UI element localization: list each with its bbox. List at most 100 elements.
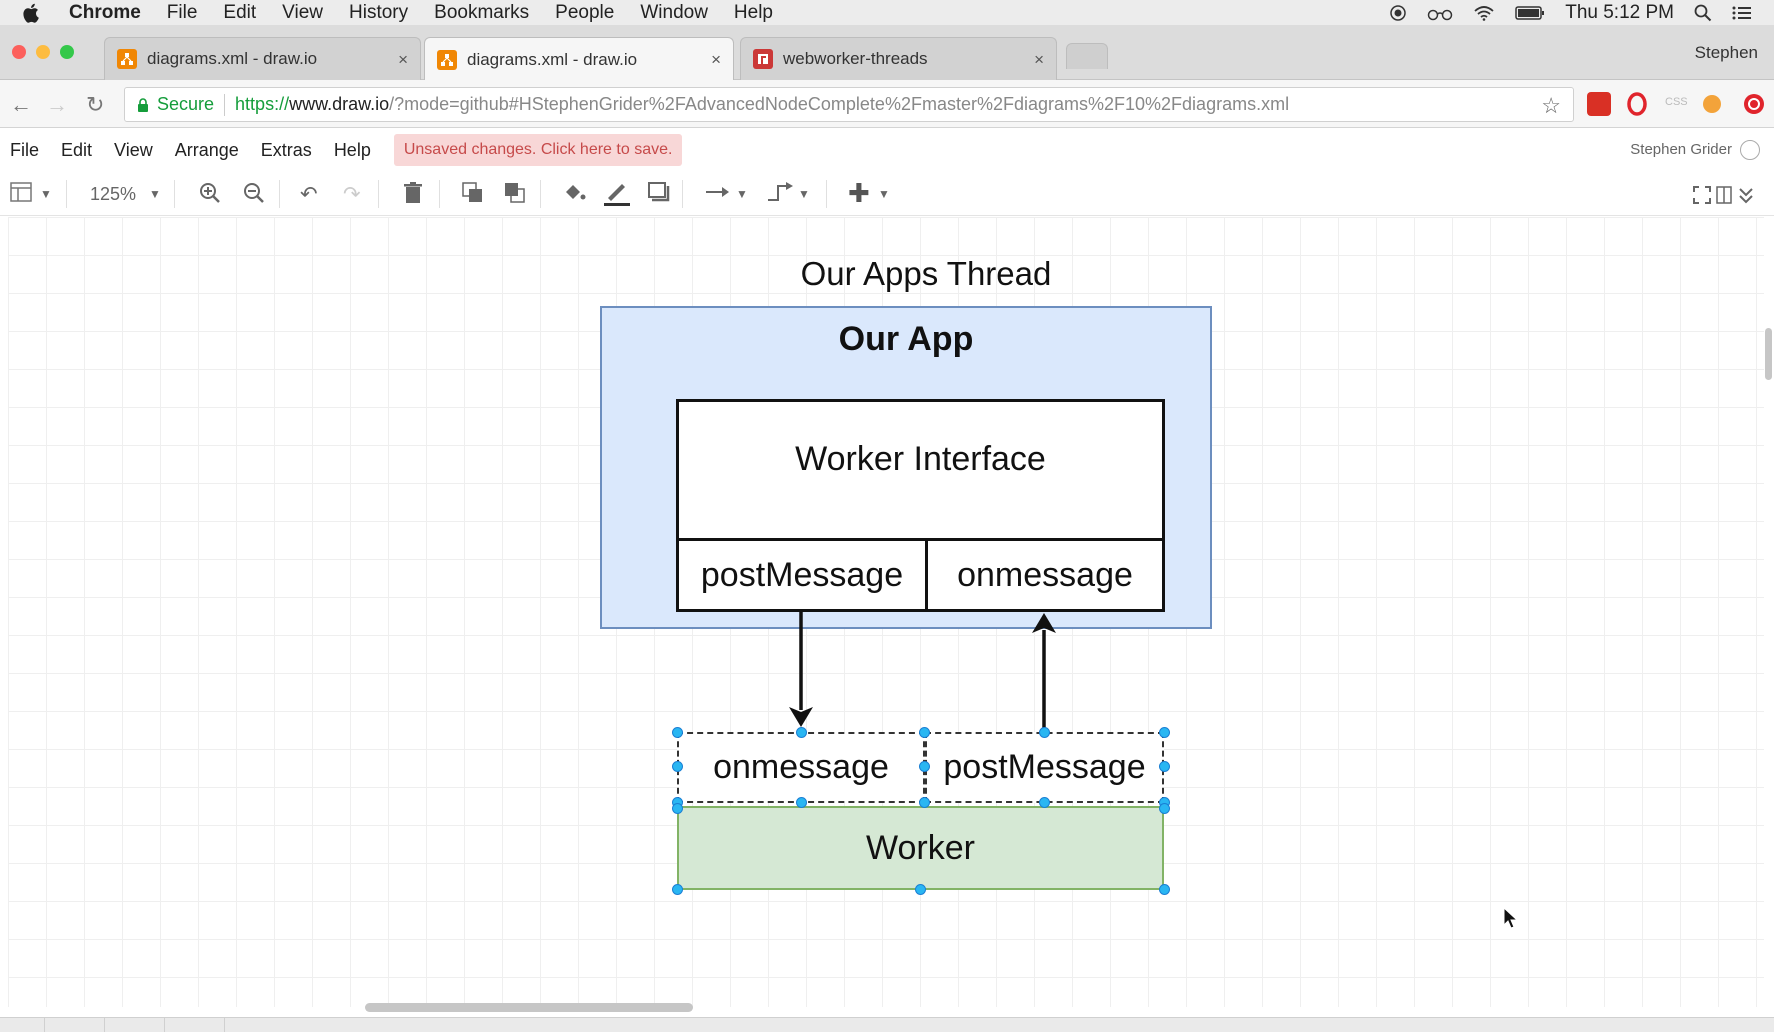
- connection-style-icon[interactable]: [704, 182, 732, 202]
- apple-icon[interactable]: [23, 3, 41, 23]
- glasses-icon[interactable]: [1427, 5, 1453, 21]
- os-menu-file[interactable]: File: [166, 1, 198, 23]
- collapse-chevrons-icon[interactable]: [1738, 186, 1754, 204]
- bookmark-star-icon[interactable]: ☆: [1541, 93, 1561, 118]
- worker-onmessage-cell[interactable]: onmessage: [677, 732, 925, 803]
- reload-icon[interactable]: ↻: [86, 92, 105, 117]
- tab-close-icon[interactable]: ×: [1034, 50, 1044, 69]
- os-menu-app[interactable]: Chrome: [69, 1, 141, 23]
- user-menu[interactable]: Stephen Grider: [1630, 141, 1732, 158]
- os-menu-bookmarks[interactable]: Bookmarks: [434, 1, 530, 23]
- tab-diagrams-2[interactable]: diagrams.xml - draw.io ×: [424, 37, 734, 81]
- selection-handle[interactable]: [672, 761, 683, 772]
- chevron-down-icon[interactable]: ▼: [40, 187, 52, 201]
- selection-handle[interactable]: [1159, 761, 1170, 772]
- split-panel-icon[interactable]: [1716, 186, 1732, 204]
- os-menu-edit[interactable]: Edit: [223, 1, 257, 23]
- selection-handle[interactable]: [796, 727, 807, 738]
- worker-postmessage-cell[interactable]: postMessage: [925, 732, 1164, 803]
- arrow-worker-to-onmessage[interactable]: [1032, 613, 1056, 732]
- selection-handle[interactable]: [1159, 727, 1170, 738]
- profile-name[interactable]: Stephen: [1694, 43, 1758, 62]
- os-clock[interactable]: Thu 5:12 PM: [1565, 1, 1674, 23]
- undo-icon[interactable]: ↶: [300, 183, 318, 206]
- chevron-down-icon[interactable]: ▼: [878, 187, 890, 201]
- wifi-icon[interactable]: [1473, 5, 1495, 21]
- drawio-menu-arrange[interactable]: Arrange: [174, 139, 239, 160]
- unsaved-changes-button[interactable]: Unsaved changes. Click here to save.: [393, 134, 683, 166]
- page-tab[interactable]: [45, 1018, 105, 1032]
- page-tab[interactable]: [165, 1018, 225, 1032]
- tab-diagrams-1[interactable]: diagrams.xml - draw.io ×: [104, 37, 421, 80]
- chevron-down-icon[interactable]: ▼: [736, 187, 748, 201]
- selection-handle[interactable]: [919, 761, 930, 772]
- battery-icon[interactable]: [1515, 5, 1545, 21]
- drawio-menu-file[interactable]: File: [10, 139, 40, 160]
- css-extension-icon[interactable]: CSS: [1665, 96, 1688, 108]
- os-menu-window[interactable]: Window: [640, 1, 708, 23]
- selection-handle[interactable]: [672, 884, 683, 895]
- drawio-menu-view[interactable]: View: [114, 139, 153, 160]
- zoom-in-icon[interactable]: [199, 182, 221, 204]
- new-tab-button[interactable]: [1066, 43, 1108, 69]
- opera-extension-icon[interactable]: [1625, 92, 1649, 116]
- notification-list-icon[interactable]: [1732, 5, 1752, 21]
- chevron-down-icon[interactable]: ▼: [798, 187, 810, 201]
- waypoints-icon[interactable]: [766, 182, 794, 204]
- extension-orange-icon[interactable]: [1703, 95, 1721, 113]
- to-back-icon[interactable]: [504, 182, 526, 204]
- window-zoom-button[interactable]: [60, 45, 74, 59]
- os-menu-history[interactable]: History: [349, 1, 409, 23]
- delete-trash-icon[interactable]: [404, 182, 422, 204]
- forward-icon[interactable]: →: [46, 92, 68, 117]
- selection-handle[interactable]: [672, 727, 683, 738]
- language-globe-icon[interactable]: [1740, 140, 1760, 160]
- page-tab[interactable]: [0, 1018, 45, 1032]
- redo-icon[interactable]: ↷: [343, 183, 361, 206]
- arrow-postmessage-to-worker[interactable]: [789, 612, 813, 727]
- selection-handle[interactable]: [1159, 803, 1170, 814]
- insert-plus-icon[interactable]: ✚: [848, 178, 870, 208]
- window-minimize-button[interactable]: [36, 45, 50, 59]
- to-front-icon[interactable]: [462, 182, 484, 204]
- record-icon[interactable]: [1389, 4, 1407, 22]
- os-menu-people[interactable]: People: [555, 1, 615, 23]
- drawio-menu-edit[interactable]: Edit: [61, 139, 93, 160]
- tab-close-icon[interactable]: ×: [398, 50, 408, 69]
- shadow-icon[interactable]: [648, 182, 670, 202]
- back-icon[interactable]: ←: [10, 92, 32, 117]
- drawio-menu-help[interactable]: Help: [333, 139, 371, 160]
- app-onmessage-cell[interactable]: onmessage: [925, 538, 1165, 612]
- address-bar[interactable]: Secure https:// www.draw.io /?mode=githu…: [124, 87, 1574, 122]
- os-menu-view[interactable]: View: [282, 1, 324, 23]
- worker-box[interactable]: Worker: [677, 806, 1164, 890]
- chevron-down-icon[interactable]: ▼: [149, 187, 161, 201]
- selection-handle[interactable]: [1039, 727, 1050, 738]
- vertical-scrollbar[interactable]: [1765, 328, 1772, 380]
- line-color-icon[interactable]: [604, 182, 630, 206]
- record-extension-icon[interactable]: [1742, 92, 1766, 116]
- selection-handle[interactable]: [1159, 884, 1170, 895]
- extension-calendar-icon[interactable]: [1587, 92, 1611, 116]
- selection-handle[interactable]: [796, 797, 807, 808]
- tab-close-icon[interactable]: ×: [711, 50, 721, 69]
- diagram-title[interactable]: Our Apps Thread: [800, 255, 1052, 292]
- selection-handle[interactable]: [915, 884, 926, 895]
- fullscreen-icon[interactable]: [1693, 186, 1711, 204]
- selection-handle[interactable]: [919, 797, 930, 808]
- fill-color-icon[interactable]: [563, 182, 587, 204]
- os-menu-help[interactable]: Help: [733, 1, 773, 23]
- worker-interface-box[interactable]: [676, 399, 1165, 541]
- selection-handle[interactable]: [1039, 797, 1050, 808]
- zoom-level[interactable]: 125%: [90, 184, 137, 204]
- selection-handle[interactable]: [919, 727, 930, 738]
- format-panel-icon[interactable]: [10, 182, 32, 202]
- app-postmessage-cell[interactable]: postMessage: [676, 538, 928, 612]
- zoom-out-icon[interactable]: [243, 182, 265, 204]
- spotlight-search-icon[interactable]: [1694, 4, 1712, 22]
- page-tab[interactable]: [105, 1018, 165, 1032]
- window-close-button[interactable]: [12, 45, 26, 59]
- drawio-menu-extras[interactable]: Extras: [260, 139, 312, 160]
- selection-handle[interactable]: [672, 803, 683, 814]
- tab-webworker-threads[interactable]: webworker-threads ×: [740, 37, 1057, 80]
